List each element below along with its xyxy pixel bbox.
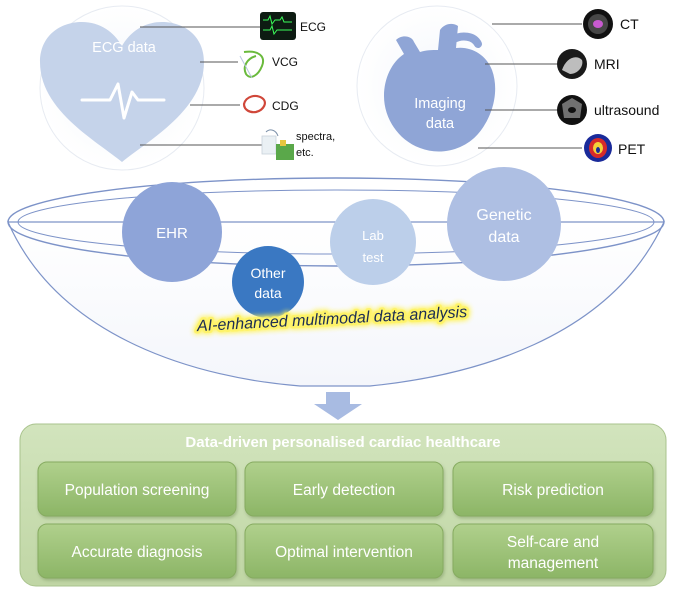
pet-scan-icon <box>584 134 612 162</box>
funnel-rim-outer <box>7 177 665 267</box>
ecg-monitor-icon <box>260 12 296 40</box>
spectra-label-line2: etc. <box>296 147 314 159</box>
anatomical-heart-icon <box>384 23 496 152</box>
ehr-bubble-label: EHR <box>156 225 188 242</box>
early-detection-label: Early detection <box>293 482 396 499</box>
outcome-title: Data-driven personalised cardiac healthc… <box>185 434 500 451</box>
ultrasound-scan-icon <box>557 95 587 125</box>
lab-bubble-line2: test <box>363 250 384 265</box>
cdg-label: CDG <box>272 99 299 113</box>
ecg-trace-icon <box>80 82 166 120</box>
optimal-intervention-box <box>244 523 444 579</box>
genetic-bubble-line1: Genetic <box>476 207 531 224</box>
imaging-title-line1: Imaging <box>414 96 466 112</box>
self-care-box <box>452 523 654 579</box>
other-bubble-line1: Other <box>250 265 285 281</box>
aorta-arch <box>448 32 482 48</box>
mri-scan-icon <box>557 49 587 79</box>
imaging-title-line2: data <box>426 116 455 132</box>
ecg-group-title: ECG data <box>92 40 157 56</box>
accurate-diagnosis-label: Accurate diagnosis <box>72 544 203 561</box>
mri-label: MRI <box>594 56 620 72</box>
outcome-panel: Data-driven personalised cardiac healthc… <box>19 423 667 587</box>
lab-bubble <box>330 199 416 285</box>
imaging-group: Imaging data CT MRI ultrasound <box>356 5 659 167</box>
lab-bubble-line1: Lab <box>362 228 384 243</box>
population-screening-box <box>37 461 237 517</box>
funnel <box>7 177 665 387</box>
early-detection-box <box>244 461 444 517</box>
cdg-loop-icon <box>242 94 266 114</box>
spectra-label-line1: spectra, <box>296 131 335 143</box>
genetic-bubble-line2: data <box>488 229 519 246</box>
population-screening-label: Population screening <box>65 482 210 499</box>
other-bubble-line2: data <box>254 285 281 301</box>
pet-label: PET <box>618 141 646 157</box>
genetic-bubble <box>447 167 561 281</box>
risk-prediction-box <box>452 461 654 517</box>
vcg-loop-icon <box>239 50 264 79</box>
self-care-label-line1: Self-care and <box>507 534 599 551</box>
data-bubbles: EHR Lab test Genetic data Other data <box>122 167 561 318</box>
heart-shape <box>40 22 204 162</box>
vcg-label: VCG <box>272 55 298 69</box>
risk-prediction-label: Risk prediction <box>502 482 604 499</box>
ultrasound-label: ultrasound <box>594 102 659 118</box>
self-care-label-line2: management <box>508 555 599 572</box>
down-arrow-icon <box>314 392 362 420</box>
ehr-bubble <box>122 182 222 282</box>
ecg-label: ECG <box>300 20 326 34</box>
ct-label: CT <box>620 16 639 32</box>
ct-scan-icon <box>583 9 613 39</box>
ecg-group: ECG data ECG VCG CDG spectra, etc. <box>39 5 335 171</box>
accurate-diagnosis-box <box>37 523 237 579</box>
spectra-icon <box>261 129 294 160</box>
optimal-intervention-label: Optimal intervention <box>275 544 413 561</box>
other-bubble <box>232 246 304 318</box>
